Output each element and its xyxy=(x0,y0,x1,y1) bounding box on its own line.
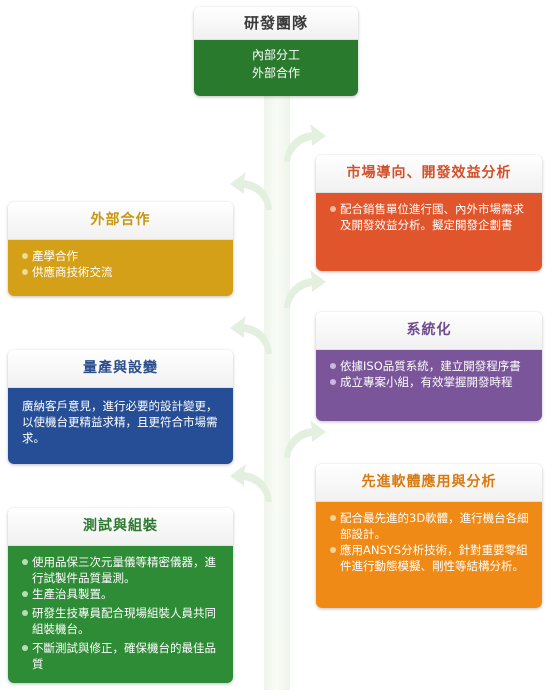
rd-team-line-external: 外部合作 xyxy=(251,66,300,80)
test-assembly-card: 測試與組裝 使用品保三次元量儀等精密儀器，進行試製件品質量測。 生產治具製置。 … xyxy=(8,508,233,683)
software-analysis-item: 配合最先進的3D軟體，進行機台各細部設計。 xyxy=(328,510,534,542)
systematization-card: 系統化 依據ISO品質系統，建立開發程序書 成立專案小組，有效掌握開發時程 xyxy=(316,312,542,421)
rd-team-body: 內部分工 外部合作 xyxy=(194,40,358,96)
external-cooperation-item: 產學合作 xyxy=(20,248,223,264)
systematization-item: 依據ISO品質系統，建立開發程序書 xyxy=(328,358,532,374)
software-analysis-item: 應用ANSYS分析技術，針對重要零組件進行動態模擬、剛性等結構分析。 xyxy=(328,542,534,574)
branch-arrow-right-1 xyxy=(284,124,326,162)
systematization-title: 系統化 xyxy=(316,312,542,350)
mass-production-text: 廣納客戶意見，進行必要的設計變更，以使機台更精益求精，且更符合市場需求。 xyxy=(22,399,218,445)
test-assembly-body: 使用品保三次元量儀等精密儀器，進行試製件品質量測。 生產治具製置。 研發生技專員… xyxy=(8,546,233,683)
market-analysis-title: 市場導向、開發效益分析 xyxy=(316,155,542,193)
test-assembly-item: 生產治具製置。 xyxy=(20,586,225,602)
rd-team-title: 研發團隊 xyxy=(194,7,358,40)
branch-arrow-left-3 xyxy=(230,464,272,502)
tree-trunk xyxy=(264,90,290,690)
external-cooperation-card: 外部合作 產學合作 供應商技術交流 xyxy=(8,202,233,296)
test-assembly-item: 不斷測試與修正，確保機台的最佳品質 xyxy=(20,640,225,672)
mass-production-title: 量產與設變 xyxy=(8,350,233,388)
software-analysis-card: 先進軟體應用與分析 配合最先進的3D軟體，進行機台各細部設計。 應用ANSYS分… xyxy=(316,464,542,608)
mass-production-card: 量產與設變 廣納客戶意見，進行必要的設計變更，以使機台更精益求精，且更符合市場需… xyxy=(8,350,233,464)
branch-arrow-left-1 xyxy=(230,172,272,210)
market-analysis-item: 配合銷售單位進行國、內外市場需求及開發效益分析。擬定開發企劃書 xyxy=(328,201,532,233)
external-cooperation-item: 供應商技術交流 xyxy=(20,264,223,280)
branch-arrow-right-2 xyxy=(284,270,326,308)
branch-arrow-left-2 xyxy=(230,316,272,354)
test-assembly-title: 測試與組裝 xyxy=(8,508,233,546)
software-analysis-title: 先進軟體應用與分析 xyxy=(316,464,542,502)
external-cooperation-title: 外部合作 xyxy=(8,202,233,240)
mass-production-body: 廣納客戶意見，進行必要的設計變更，以使機台更精益求精，且更符合市場需求。 xyxy=(8,388,233,464)
systematization-body: 依據ISO品質系統，建立開發程序書 成立專案小組，有效掌握開發時程 xyxy=(316,350,542,421)
software-analysis-body: 配合最先進的3D軟體，進行機台各細部設計。 應用ANSYS分析技術，針對重要零組… xyxy=(316,502,542,608)
market-analysis-body: 配合銷售單位進行國、內外市場需求及開發效益分析。擬定開發企劃書 xyxy=(316,193,542,271)
external-cooperation-body: 產學合作 供應商技術交流 xyxy=(8,240,233,296)
rd-team-line-internal: 內部分工 xyxy=(251,48,300,62)
systematization-item: 成立專案小組，有效掌握開發時程 xyxy=(328,374,532,390)
branch-arrow-right-3 xyxy=(284,420,326,458)
market-analysis-card: 市場導向、開發效益分析 配合銷售單位進行國、內外市場需求及開發效益分析。擬定開發… xyxy=(316,155,542,271)
rd-team-card: 研發團隊 內部分工 外部合作 xyxy=(194,7,358,96)
test-assembly-item: 研發生技專員配合現場組裝人員共同組裝機台。 xyxy=(20,605,225,637)
test-assembly-item: 使用品保三次元量儀等精密儀器，進行試製件品質量測。 xyxy=(20,554,225,586)
